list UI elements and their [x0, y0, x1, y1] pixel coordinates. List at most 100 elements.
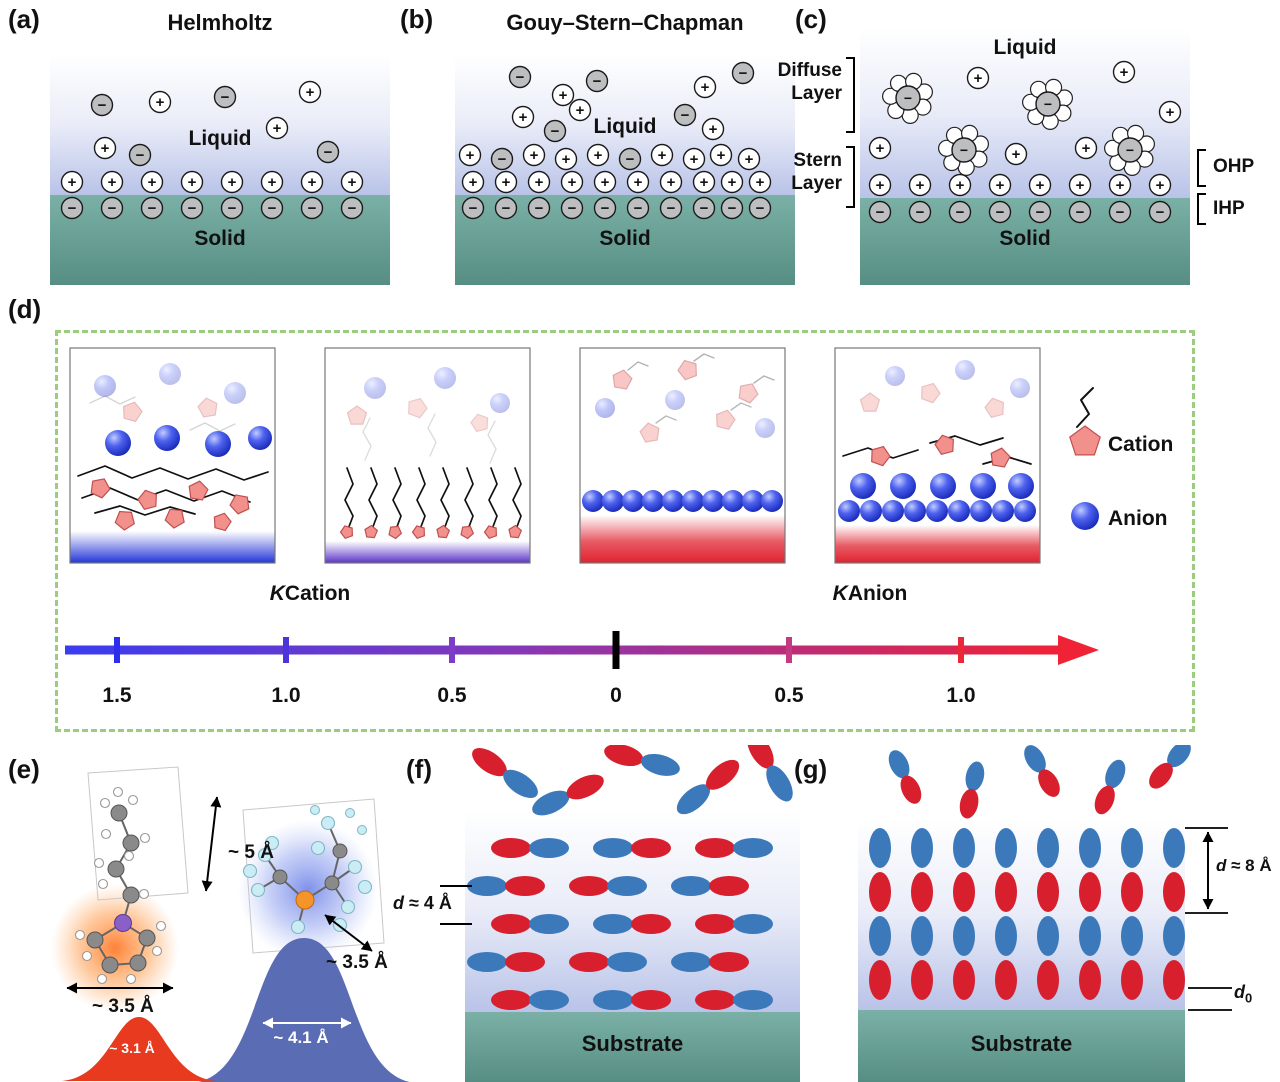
hydrogen-atom	[112, 786, 124, 798]
panel-a-letter: (a)	[8, 4, 40, 34]
svg-text:+: +	[1076, 177, 1085, 194]
ion-ellipse	[1121, 872, 1143, 912]
hydrogen-atom	[127, 794, 139, 806]
anion-sphere	[930, 473, 956, 499]
svg-text:−: −	[551, 123, 560, 140]
svg-text:+: +	[658, 147, 667, 164]
alkyl-chain	[464, 467, 474, 533]
svg-text:+: +	[268, 174, 277, 191]
cation-pentagon	[984, 397, 1004, 419]
svg-text:−: −	[1036, 204, 1045, 221]
positive-ion: +	[1108, 173, 1132, 197]
axis-line	[65, 645, 1060, 655]
ion-pair	[695, 838, 773, 858]
scale-left-1p5: 1.5	[102, 684, 132, 707]
positive-ion: +	[720, 170, 744, 194]
panel-c-solid-label: Solid	[999, 227, 1051, 250]
svg-text:+: +	[701, 79, 710, 96]
hydrogen-atom	[155, 920, 167, 932]
negative-ion: −	[316, 140, 340, 164]
panel-a-solid-label: Solid	[194, 227, 246, 250]
svg-text:+: +	[68, 174, 77, 191]
ion-pair	[1149, 745, 1191, 789]
svg-text:−: −	[108, 200, 117, 217]
ion-ellipse	[1037, 872, 1059, 912]
positive-ion: +	[458, 143, 482, 167]
alkyl-chain	[1076, 387, 1094, 428]
subpanel-anion-cation	[834, 347, 1041, 564]
cation-pentagon	[364, 524, 379, 539]
svg-text:−: −	[916, 204, 925, 221]
negative-ion: −	[213, 85, 237, 109]
ion-pair	[472, 748, 538, 798]
ion-pair	[671, 952, 749, 972]
cation-pentagon	[483, 525, 497, 539]
negative-ion: −	[659, 196, 683, 220]
panel-f-d: d	[393, 893, 404, 913]
ion-pair	[1094, 759, 1126, 815]
fluorine-atom	[310, 805, 320, 815]
svg-text:−: −	[1126, 142, 1134, 158]
hydrogen-atom	[139, 832, 151, 844]
fluorine-atom	[290, 919, 306, 935]
hydrogen-atom	[99, 797, 111, 809]
svg-text:−: −	[68, 200, 77, 217]
alkyl-chain	[362, 417, 372, 461]
unit-cell-outline	[87, 766, 189, 901]
svg-text:+: +	[996, 177, 1005, 194]
anion-sphere	[885, 366, 905, 386]
positive-ion: +	[948, 173, 972, 197]
positive-ion: +	[693, 75, 717, 99]
alkyl-chain	[89, 395, 136, 405]
stern-layer-line1: Stern	[793, 150, 842, 171]
svg-text:+: +	[876, 140, 885, 157]
anion-sphere	[948, 500, 970, 522]
ion-pair	[569, 876, 647, 896]
positive-ion: +	[1028, 173, 1052, 197]
panel-b-solid-label: Solid	[599, 227, 651, 250]
dimension-line	[201, 796, 222, 892]
negative-ion: −	[527, 196, 551, 220]
ion-ellipse	[953, 828, 975, 868]
alkyl-chain	[440, 467, 450, 533]
panel-g-diagram	[858, 745, 1232, 1082]
svg-text:−: −	[1116, 204, 1125, 221]
kcation-k: K	[269, 582, 285, 605]
ion-pair	[747, 745, 793, 802]
cation-pentagon	[677, 359, 697, 381]
ion-pair	[959, 761, 985, 819]
negative-ion: −	[220, 196, 244, 220]
kanion-axis-label: KAnion	[790, 582, 950, 606]
cation-pentagon	[460, 525, 475, 540]
svg-text:+: +	[188, 174, 197, 191]
dim-anion-diameter-label: ~ 3.5 Å	[326, 952, 388, 973]
alkyl-chain	[189, 422, 236, 432]
anion-sphere	[682, 490, 704, 512]
anion-sphere	[434, 367, 456, 389]
svg-text:+: +	[535, 174, 544, 191]
positive-ion: +	[298, 80, 322, 104]
positive-ion: +	[551, 83, 575, 107]
svg-text:+: +	[1120, 64, 1129, 81]
positive-ion: +	[682, 147, 706, 171]
svg-text:+: +	[559, 87, 568, 104]
panel-e-diagram	[51, 766, 412, 1082]
positive-ion: +	[300, 170, 324, 194]
positive-ion: +	[1074, 136, 1098, 160]
anion-sphere	[702, 490, 724, 512]
ion-ellipse	[1163, 872, 1185, 912]
fluorine-atom	[257, 847, 273, 863]
positive-ion: +	[1068, 173, 1092, 197]
cation-pentagon	[137, 489, 157, 511]
alkyl-chain	[487, 420, 497, 464]
positive-ion: +	[220, 170, 244, 194]
svg-text:−: −	[756, 200, 765, 217]
cation-pentagon	[1069, 425, 1101, 456]
ion-ellipse	[995, 872, 1017, 912]
ion-pair	[467, 952, 545, 972]
positive-ion: +	[148, 90, 172, 114]
alkyl-chain	[94, 505, 196, 516]
positive-ion: +	[93, 136, 117, 160]
ihp-bracket	[1197, 193, 1206, 225]
svg-text:+: +	[273, 120, 282, 137]
